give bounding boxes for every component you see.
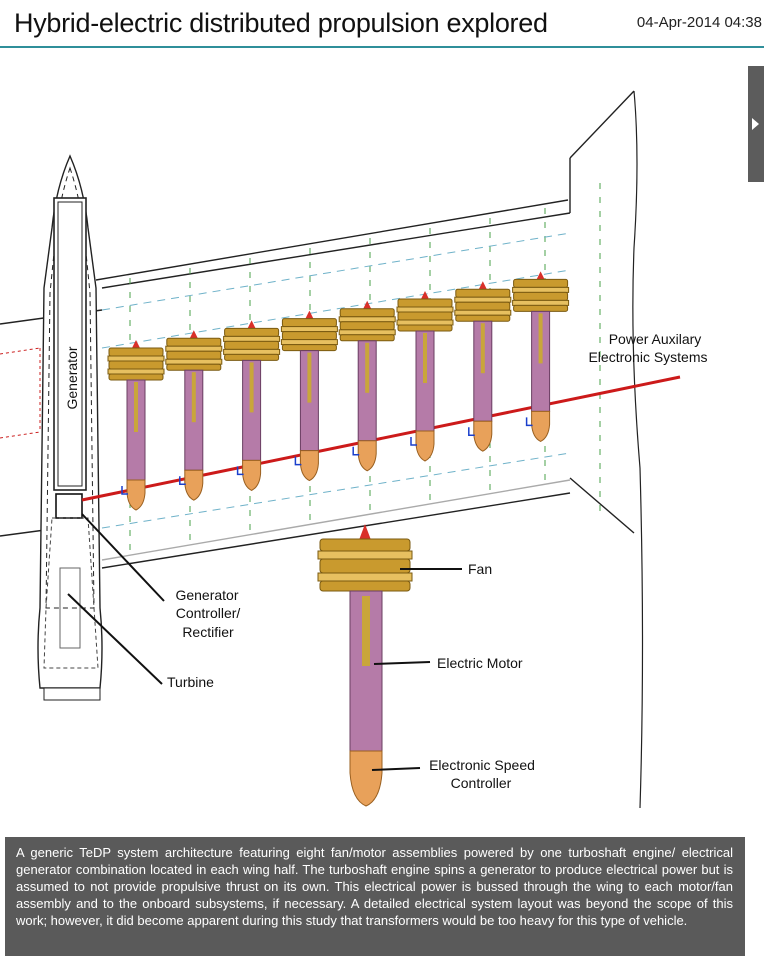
power-aux-label-1: Power Auxilary [609,331,702,347]
fuselage [37,154,103,701]
fan-label: Fan [468,561,492,577]
image-caption: A generic TeDP system architecture featu… [5,837,745,956]
left-dotted-box [0,347,41,439]
header-divider [0,46,764,48]
gen-ctrl-label-1: Generator [175,587,238,603]
fan-motor-assembly [280,310,338,482]
fan-motor-assembly [396,291,454,462]
gen-ctrl-label-2: Controller/ [176,605,241,621]
esc-label-2: Controller [451,775,512,791]
esc-label-1: Electronic Speed [429,757,535,773]
detail-assembly [317,524,413,807]
fan-motor-assemblies [107,271,570,511]
fan-motor-assembly [223,320,281,491]
side-panel-toggle[interactable] [748,66,764,182]
leader-lines [67,513,462,771]
electric-motor-label: Electric Motor [437,655,523,671]
fan-motor-assembly [338,300,396,472]
article-title: Hybrid-electric distributed propulsion e… [14,8,548,38]
turbine-label: Turbine [167,674,214,690]
article-date: 04-Apr-2014 04:38 [636,14,762,31]
fan-motor-assembly [107,340,165,511]
fan-motor-assembly [512,271,570,442]
power-bus [81,375,681,502]
article-header: Hybrid-electric distributed propulsion e… [0,0,764,48]
chevron-right-icon [752,118,759,130]
tedp-diagram: Generator Power Auxilary Electronic Syst… [0,90,708,809]
power-aux-label-2: Electronic Systems [588,349,707,365]
right-edge [632,90,644,809]
generator-label: Generator [64,346,80,409]
gen-ctrl-label-3: Rectifier [182,624,234,640]
wing-spars [101,232,571,529]
fan-motor-assembly [165,330,223,501]
fan-motor-assembly [454,281,512,452]
